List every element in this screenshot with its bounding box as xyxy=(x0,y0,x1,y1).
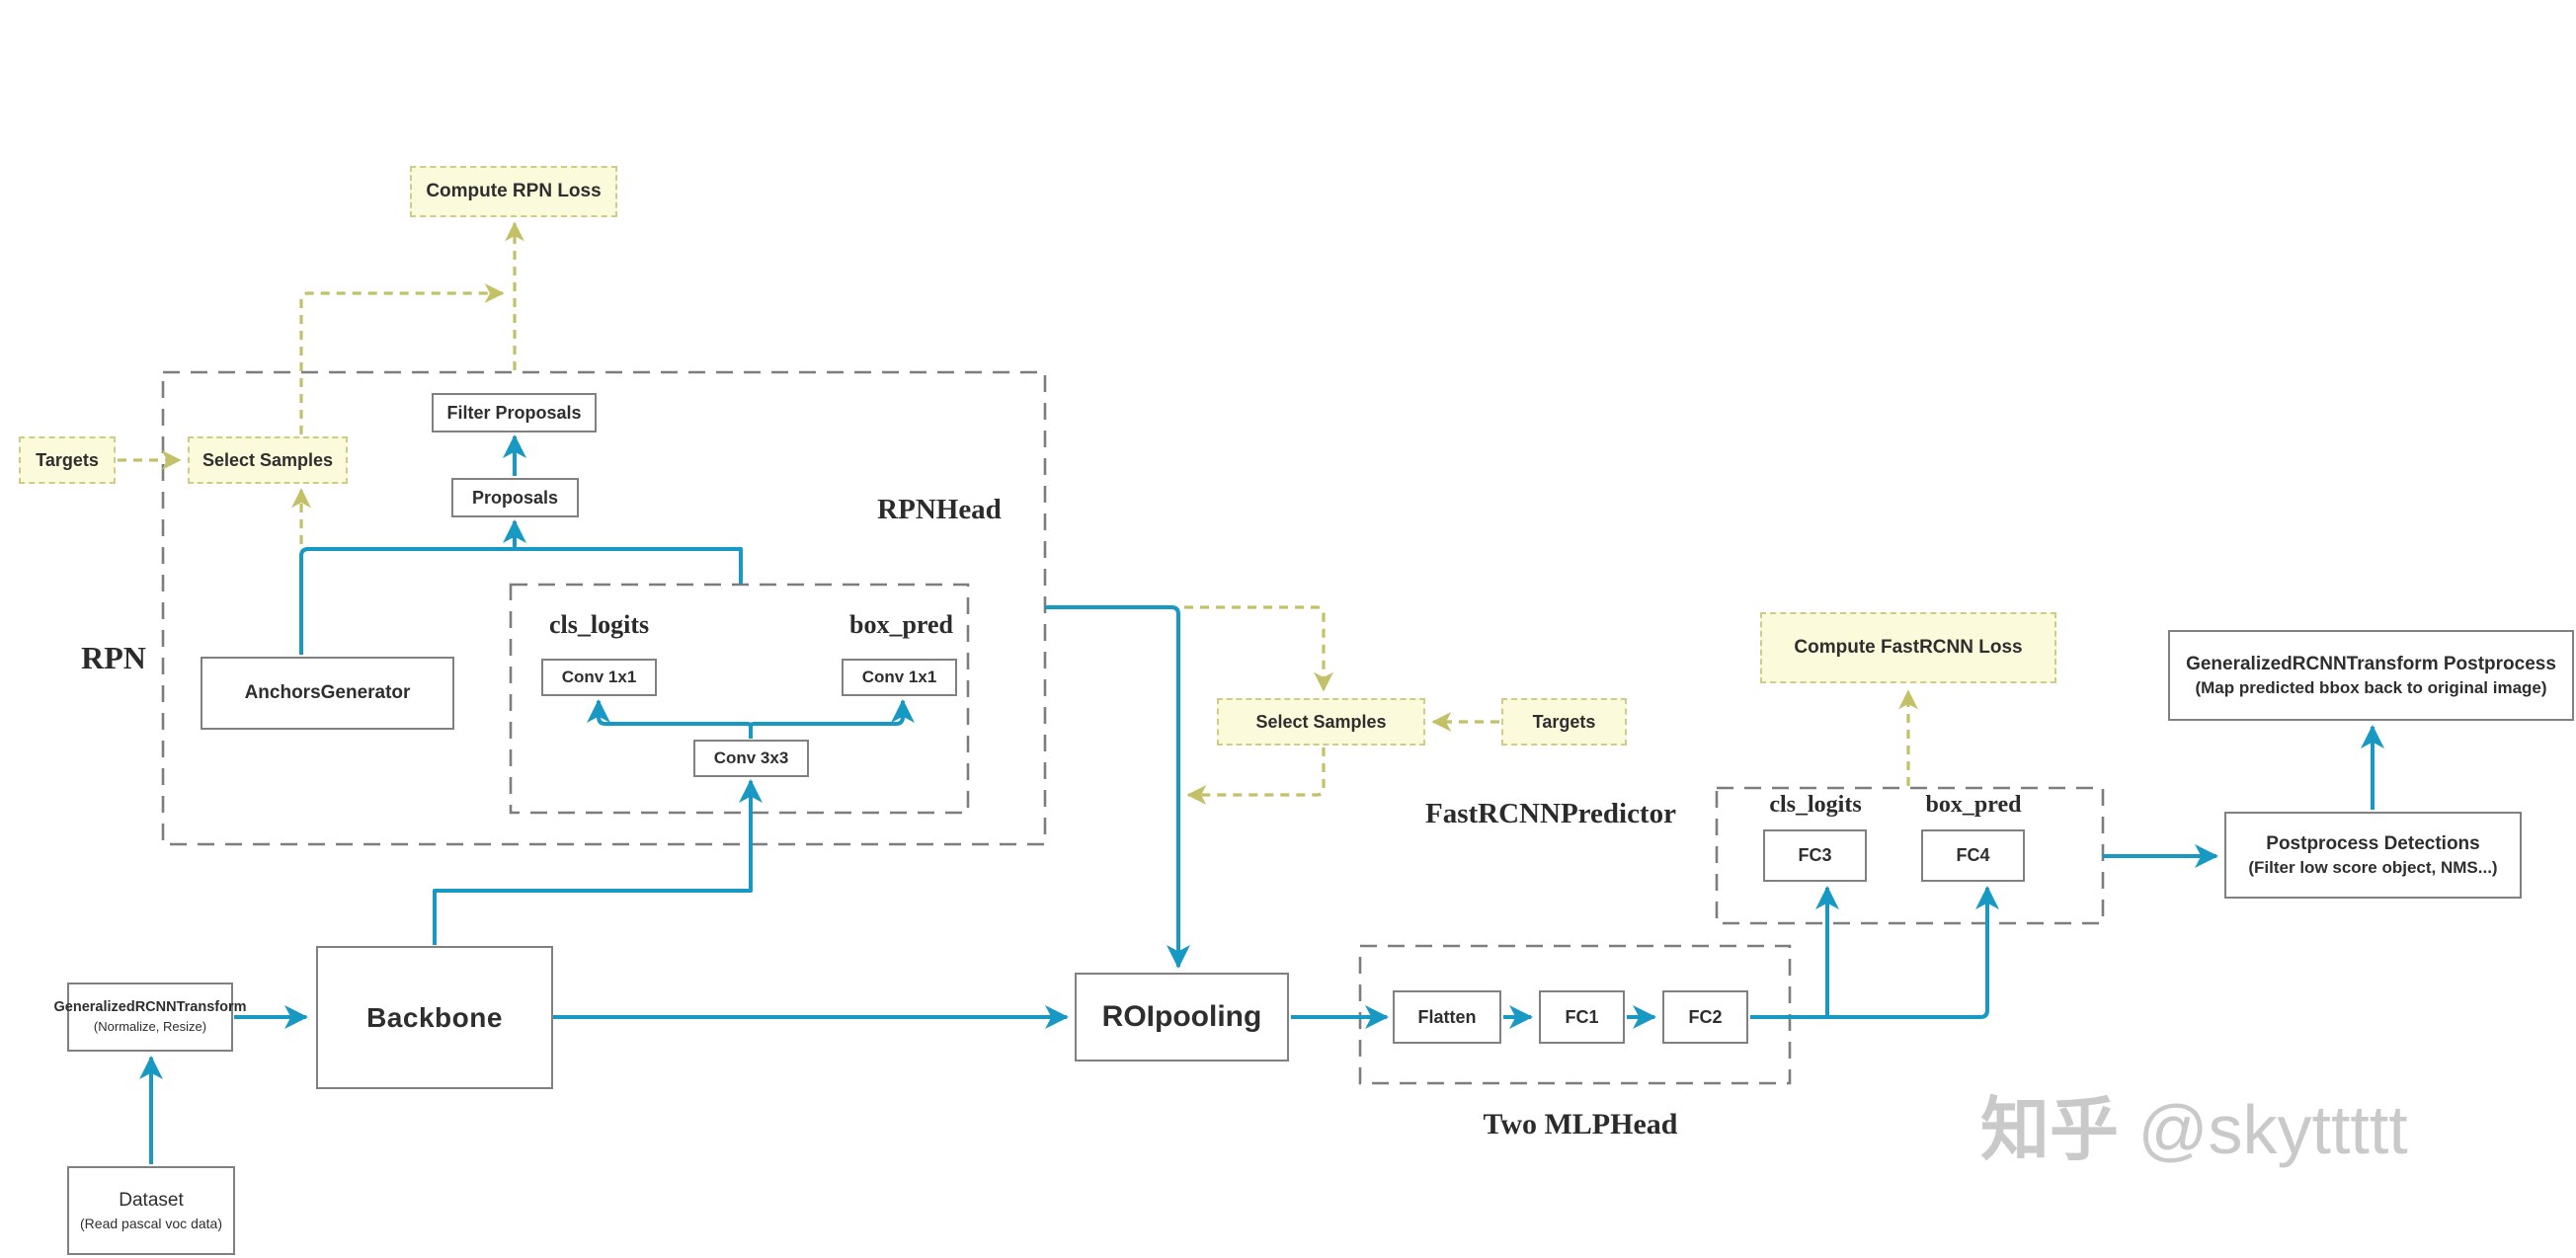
compute-fastrcnn-loss-box: Compute FastRCNN Loss xyxy=(1760,612,2056,683)
generalized-rcnn-transform-box: GeneralizedRCNNTransform (Normalize, Res… xyxy=(54,983,247,1052)
flatten-box: Flatten xyxy=(1393,990,1501,1044)
edge-anchors-rpnhead-merge xyxy=(299,547,743,655)
rpnhead-container xyxy=(509,583,970,815)
targets-roi-box: Targets xyxy=(1501,698,1627,746)
edge-rpn-to-roipooling xyxy=(1045,605,1190,969)
compute-rpn-loss-box: Compute RPN Loss xyxy=(410,166,617,217)
cls-logits-frcnn-label: cls_logits xyxy=(1769,792,1862,818)
postprocess-detections-box: Postprocess Detections (Filter low score… xyxy=(2224,812,2522,899)
transform-title: GeneralizedRCNNTransform xyxy=(53,999,247,1016)
conv1x1-cls-box: Conv 1x1 xyxy=(541,659,657,696)
zhihu-watermark: 知乎 @skyttttt xyxy=(1980,1074,2573,1174)
fc4-box: FC4 xyxy=(1921,829,2025,882)
anchors-generator-box: AnchorsGenerator xyxy=(201,657,454,730)
box-pred-rpn-label: box_pred xyxy=(849,610,953,639)
box-pred-frcnn-label: box_pred xyxy=(1925,792,2022,818)
two-mlphead-container xyxy=(1358,944,1792,1085)
edge-selectsamples-to-rpnloss-junction xyxy=(299,283,505,434)
transform-post-subtitle: (Map predicted bbox back to original ima… xyxy=(2195,678,2547,698)
fastrcnn-predictor-label: FastRCNNPredictor xyxy=(1425,798,1676,829)
dataset-subtitle: (Read pascal voc data) xyxy=(80,1215,222,1231)
postprocess-title: Postprocess Detections xyxy=(2266,832,2480,854)
conv3x3-box: Conv 3x3 xyxy=(693,740,809,777)
select-samples-rpn-box: Select Samples xyxy=(188,436,348,484)
dataset-title: Dataset xyxy=(119,1189,184,1211)
edge-conv3x3-to-conv1x1-box xyxy=(749,699,915,739)
proposals-box: Proposals xyxy=(451,478,579,517)
rpn-label: RPN xyxy=(81,640,146,675)
fc2-box: FC2 xyxy=(1662,990,1748,1044)
conv1x1-box-box: Conv 1x1 xyxy=(842,659,957,696)
edge-fc2-to-fc4 xyxy=(1750,886,1999,1019)
fc1-box: FC1 xyxy=(1539,990,1625,1044)
edge-selectsamples-roi-return xyxy=(1186,747,1326,805)
watermark-cjk: 知乎 xyxy=(1980,1091,2119,1168)
transform-postprocess-box: GeneralizedRCNNTransform Postprocess (Ma… xyxy=(2168,630,2574,721)
edge-backbone-to-conv3x3 xyxy=(433,779,763,945)
edge-conv3x3-to-conv1x1-cls xyxy=(587,699,753,739)
dataset-box: Dataset (Read pascal voc data) xyxy=(67,1166,235,1255)
backbone-box: Backbone xyxy=(316,946,553,1089)
rpnhead-label: RPNHead xyxy=(877,494,1002,525)
transform-subtitle: (Normalize, Resize) xyxy=(93,1019,207,1035)
transform-post-title: GeneralizedRCNNTransform Postprocess xyxy=(2186,653,2556,674)
postprocess-subtitle: (Filter low score object, NMS...) xyxy=(2248,858,2498,878)
targets-rpn-box: Targets xyxy=(19,436,116,484)
fc3-box: FC3 xyxy=(1763,829,1867,882)
edge-proposal-line-to-selectsamples-roi xyxy=(1184,605,1333,692)
watermark-handle: @skyttttt xyxy=(2137,1091,2408,1168)
two-mlphead-label: Two MLPHead xyxy=(1483,1108,1678,1140)
select-samples-roi-box: Select Samples xyxy=(1217,698,1425,746)
roipooling-box: ROIpooling xyxy=(1075,973,1289,1061)
filter-proposals-box: Filter Proposals xyxy=(432,393,597,432)
cls-logits-rpn-label: cls_logits xyxy=(549,610,650,639)
